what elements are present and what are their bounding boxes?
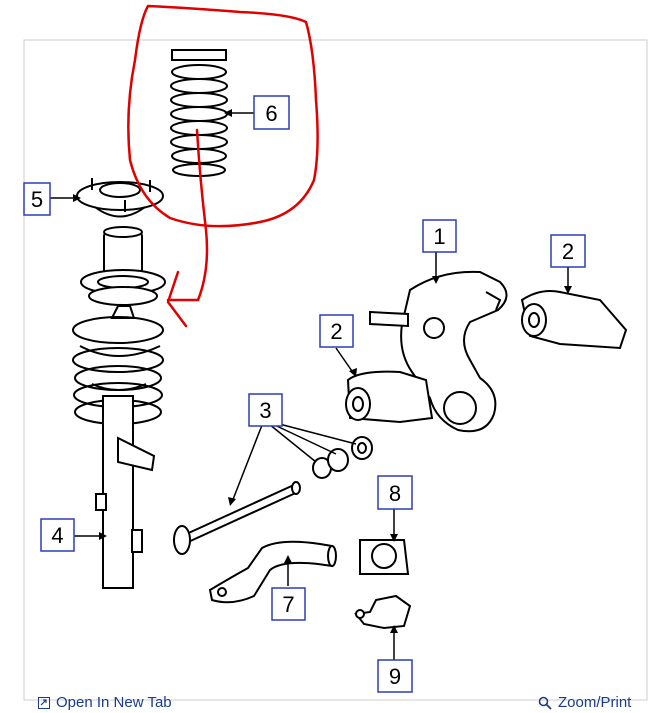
- callout-8: 8: [377, 475, 413, 510]
- callout-label-7: 7: [282, 592, 294, 617]
- coil-spring-strut: [72, 316, 164, 425]
- callout-7: 7: [271, 587, 306, 621]
- stabilizer-bracket: [354, 594, 412, 630]
- callout-label-4: 4: [51, 523, 63, 548]
- callout-label-9: 9: [389, 664, 401, 689]
- callout-label-2-left: 2: [330, 319, 342, 344]
- strut-body: [95, 395, 156, 589]
- callout-label-1: 1: [433, 224, 445, 249]
- callout-2-right: 2: [550, 234, 586, 268]
- callout-label-6: 6: [265, 101, 277, 126]
- callout-label-2-right: 2: [562, 239, 574, 264]
- callout-label-8: 8: [389, 481, 401, 506]
- open-new-tab-icon: [38, 696, 50, 709]
- callout-label-5: 5: [31, 187, 43, 212]
- zoom-print-link[interactable]: Zoom/Print: [538, 694, 631, 711]
- control-arm-bushing-left: [345, 370, 434, 424]
- callout-2-left: 2: [319, 314, 354, 348]
- callout-1: 1: [422, 219, 457, 253]
- callout-5: 5: [23, 182, 51, 216]
- magnifier-icon: [538, 696, 552, 710]
- red-annotation: [127, 4, 319, 328]
- callout-9: 9: [377, 659, 413, 693]
- control-arm-bushing-right: [520, 290, 628, 350]
- stabilizer-bushing: [359, 539, 410, 575]
- callout-label-3: 3: [259, 398, 271, 423]
- callout-6: 6: [253, 95, 290, 130]
- callout-4: 4: [40, 518, 75, 552]
- stabilizer-bar: [208, 540, 337, 604]
- bearing-assembly: [80, 226, 166, 319]
- zoom-print-label: Zoom/Print: [558, 694, 632, 711]
- leader-arrowheads: [73, 109, 572, 633]
- stabilizer-link: [173, 436, 373, 555]
- diagram-border: [23, 39, 648, 701]
- open-new-tab-link[interactable]: Open In New Tab: [38, 694, 172, 711]
- open-new-tab-label: Open In New Tab: [56, 694, 172, 711]
- callout-3: 3: [248, 393, 283, 427]
